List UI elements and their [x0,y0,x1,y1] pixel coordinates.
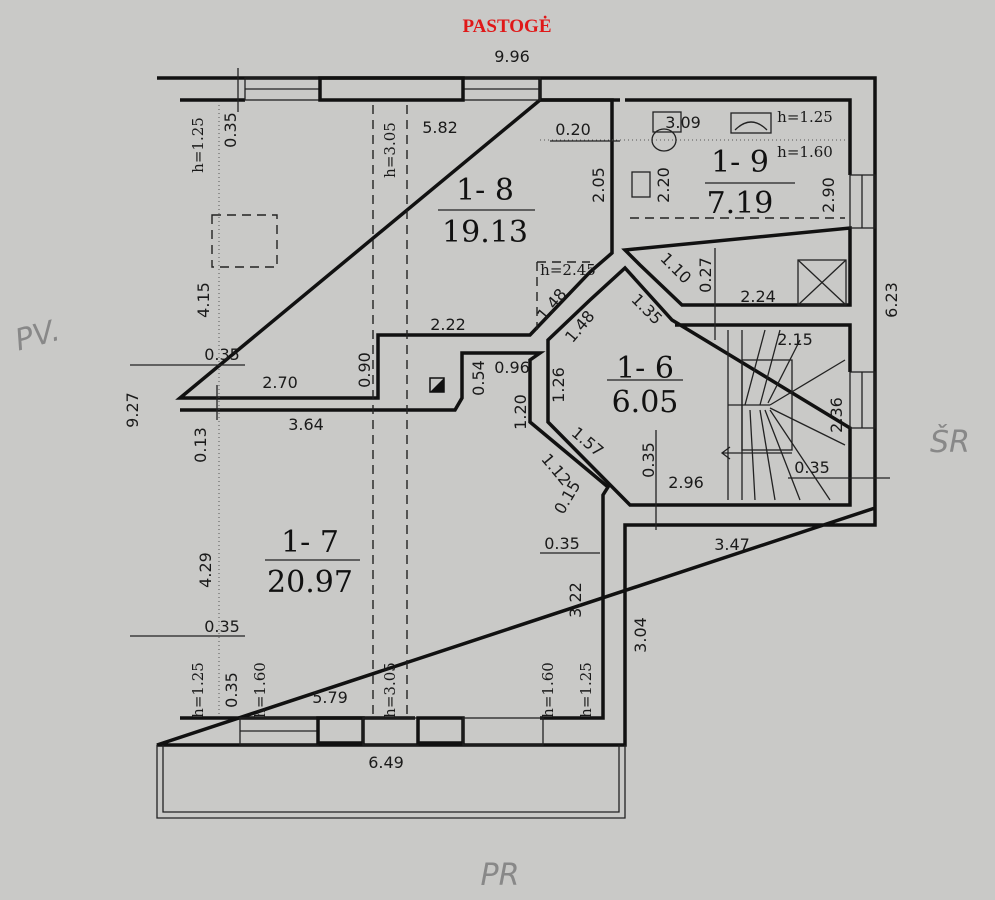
dim-label: 3.22 [566,582,585,618]
dim-label: 0.27 [696,257,715,293]
dim-label: 0.35 [794,458,830,477]
overall-height: 9.27 [123,392,142,428]
windows [239,76,876,746]
dim-label: 2.36 [827,397,846,433]
height-label: h=1.25 [189,662,207,718]
inner-outline [175,98,614,720]
room-1-8-number: 1- 8 [456,173,514,208]
staircase [720,329,846,501]
dim-label: 5.79 [312,688,348,707]
dim-label: 0.35 [204,617,240,636]
dim-label: 3.04 [631,617,650,653]
dim-label: 2.22 [430,315,466,334]
dim-label: 0.35 [544,534,580,553]
right-height: 6.23 [882,282,901,318]
dim-label: 5.82 [422,118,458,137]
bathroom-walls [621,98,852,307]
height-label: h=1.25 [777,108,833,126]
stair-arrow-icon [720,446,792,460]
dim-label: 2.70 [262,373,298,392]
dim-label: 2.24 [740,287,776,306]
dim-label: 0.96 [494,358,530,377]
room-1-7-area: 20.97 [267,565,353,600]
height-label: h=1.25 [189,117,207,173]
dim-label: 1.20 [511,394,530,430]
room-1-6-number: 1- 6 [616,351,674,386]
balcony [156,745,626,819]
height-label: h=1.60 [539,662,557,718]
dim-label: 0.20 [555,120,591,139]
dim-label: 2.96 [668,473,704,492]
dim-label: 0.13 [191,427,210,463]
dim-label: 0.35 [222,672,241,708]
dim-label: 4.29 [196,552,215,588]
dim-label: 0.35 [204,345,240,364]
height-label: h=1.60 [777,143,833,161]
dim-label: 0.35 [221,112,240,148]
room-1-9-area: 7.19 [707,186,774,221]
sink-icon [730,112,772,134]
dim-label: 2.05 [589,167,608,203]
dimension-lines [130,68,890,637]
handwritten-northeast: ŠR [930,423,970,460]
dim-label: 4.15 [194,282,213,318]
room-1-9-number: 1- 9 [711,145,769,180]
room-1-7-number: 1- 7 [281,525,339,560]
height-label: h=3.05 [381,122,399,178]
washbasin-icon [631,171,651,198]
height-label: h=2.45 [540,261,596,279]
height-label: h=1.60 [251,662,269,718]
plan-title: PASTOGĖ [462,16,551,37]
dim-label: 1.26 [549,367,568,403]
toilet-icon [651,111,682,152]
room-1-8-area: 19.13 [442,215,528,250]
dim-label: 0.54 [469,360,488,396]
height-label: h=3.05 [381,662,399,718]
stair-walls [546,265,852,507]
dim-label: 2.15 [777,330,813,349]
dim-label: 0.35 [639,442,658,478]
dim-label: 3.47 [714,535,750,554]
dim-label: 0.90 [355,352,374,388]
dim-label: 3.09 [665,113,701,132]
dim-label: 3.64 [288,415,324,434]
height-label: h=1.25 [577,662,595,718]
overall-width: 9.96 [494,47,530,66]
dim-label: 2.90 [819,177,838,213]
dim-label: 2.20 [654,167,673,203]
room-1-6-area: 6.05 [612,385,679,420]
roof-slope-lines [211,105,845,715]
handwritten-south: PR [481,858,520,893]
chimney-icon [429,377,445,393]
shower-icon [797,259,847,306]
balcony-width: 6.49 [368,753,404,772]
